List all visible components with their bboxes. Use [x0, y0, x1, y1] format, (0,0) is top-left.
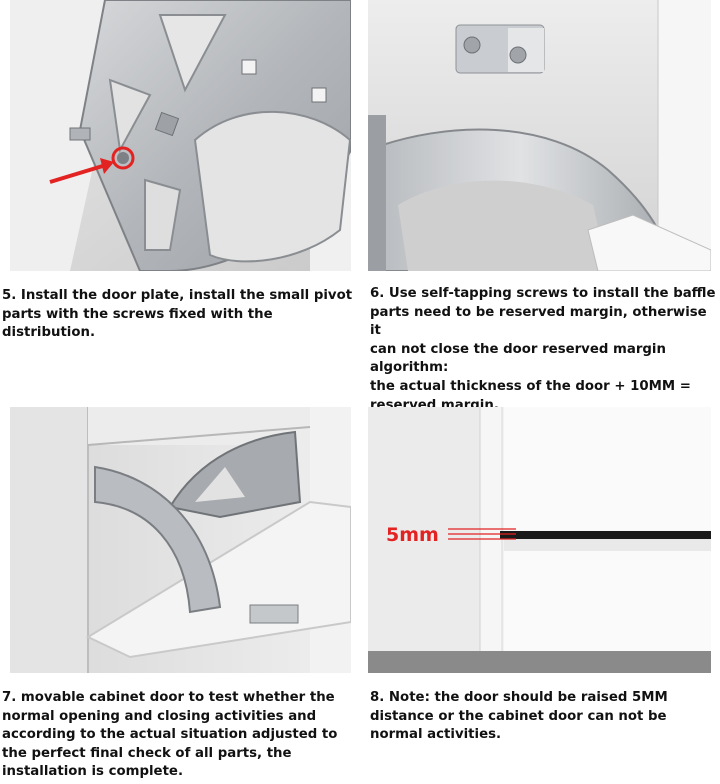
step-7-photo — [10, 407, 351, 673]
step-6-caption: 6. Use self-tapping screws to install th… — [370, 286, 716, 413]
step-6-photo — [368, 0, 711, 271]
step-6-illustration — [368, 0, 711, 271]
step-7-caption: 7. movable cabinet door to test whether … — [2, 690, 338, 780]
step-5-photo — [10, 0, 351, 271]
measurement-label: 5mm — [386, 524, 439, 546]
step-8-photo: 5mm — [368, 407, 711, 673]
step-8-illustration — [368, 407, 711, 673]
step-8-caption: 8. Note: the door should be raised 5MM d… — [370, 690, 668, 743]
step-5-caption: 5. Install the door plate, install the s… — [2, 288, 353, 341]
step-7-illustration — [10, 407, 351, 673]
step-5-illustration — [10, 0, 351, 271]
